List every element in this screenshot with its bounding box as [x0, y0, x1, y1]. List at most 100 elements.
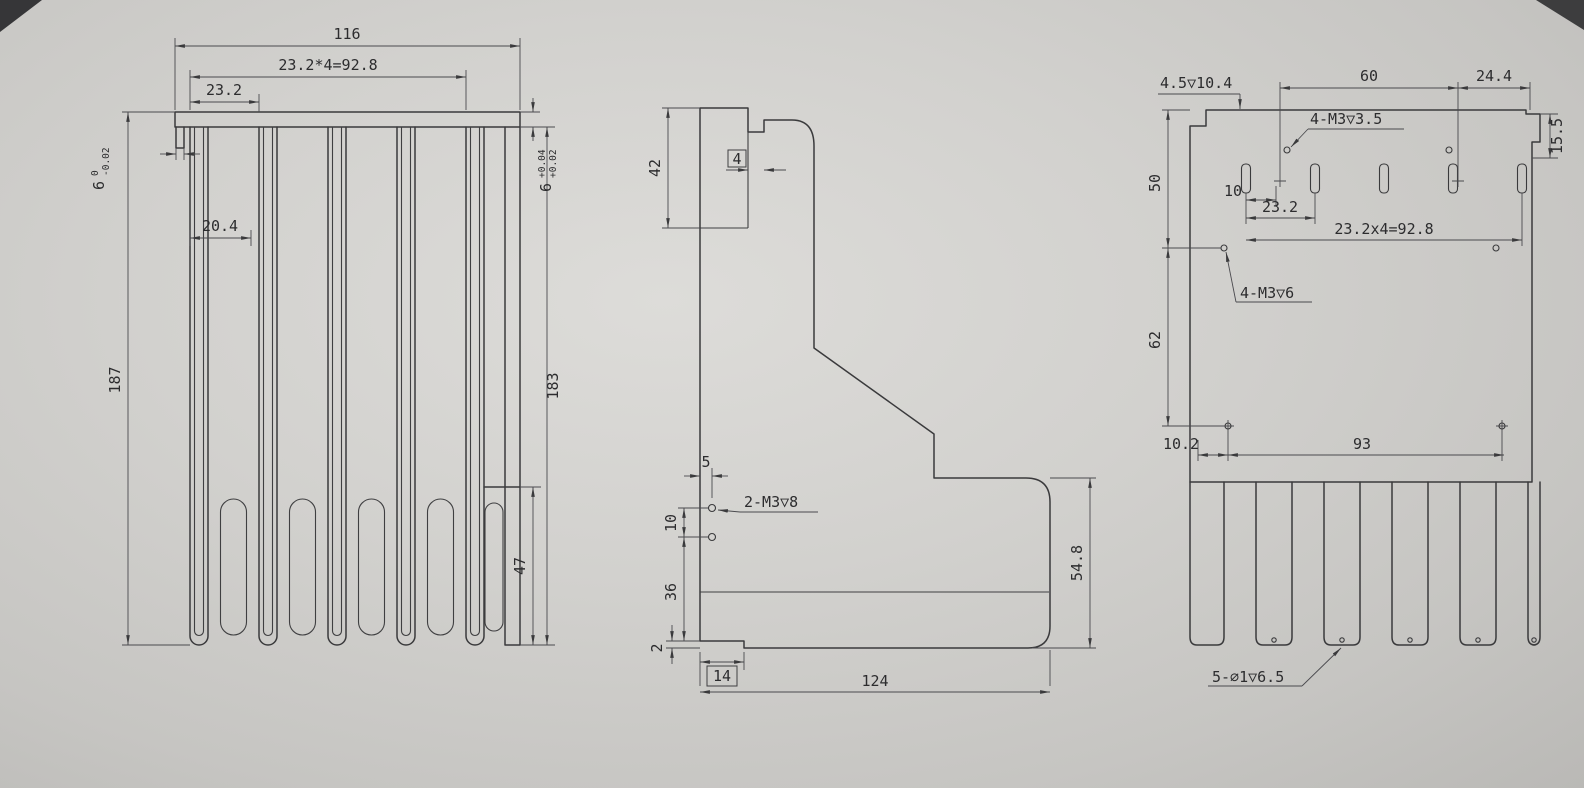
- tapped-hole: [1492, 244, 1500, 252]
- hole-center-cross: [1452, 175, 1464, 187]
- dim-frame-step: [727, 149, 747, 168]
- tolerance-right-lower: +0.02: [548, 149, 559, 178]
- dim-text-fin-pitch-total: 23.2*4=92.8: [278, 56, 377, 74]
- pin-hole: [1531, 637, 1537, 643]
- callout-text-holes: 2-M3▽8: [744, 493, 798, 511]
- dim-text-hole-edge: 5: [701, 453, 710, 471]
- fin-slot: [426, 498, 455, 636]
- dim-text-right-offset: 24.4: [1476, 67, 1512, 85]
- side-view: 42 4 5 2-M3▽8 10 36 2 14 124 54.8: [646, 107, 1096, 694]
- callout-leader-top-holes: [1290, 128, 1309, 148]
- mounting-slot: [1240, 163, 1252, 194]
- fin-outline: [189, 126, 209, 646]
- fin-outline: [327, 126, 347, 646]
- dim-text-fin-gap: 20.4: [202, 217, 238, 235]
- dim-text-overall-width: 116: [333, 25, 360, 43]
- dim-text-fin-height: 183: [544, 372, 562, 399]
- dim-text-step: 4: [732, 150, 741, 168]
- mounting-slot: [1378, 163, 1390, 194]
- comb-tooth: [1189, 481, 1225, 646]
- callout-leader-fin-holes: [1301, 647, 1342, 687]
- comb-tooth: [1255, 481, 1293, 646]
- back-view: 4.5▽10.4 60 24.4 4-M3▽3.5 15.5 50 10 23.…: [1146, 67, 1566, 687]
- fin-inner-line: [400, 127, 412, 637]
- tapped-hole: [1445, 146, 1453, 154]
- dim-text-base-height: 54.8: [1068, 545, 1086, 581]
- callout-text-mid-holes: 4-M3▽6: [1240, 284, 1294, 302]
- tapped-hole: [707, 503, 717, 513]
- mounting-slot: [1309, 163, 1321, 194]
- dim-text-overall-depth: 124: [861, 672, 888, 690]
- callout-leader-holes: [717, 509, 741, 513]
- fin-slot: [357, 498, 386, 636]
- dim-text-overall-height: 187: [106, 366, 124, 393]
- dim-text-foot-height: 2: [648, 643, 666, 652]
- dim-text-mid-row: 62: [1146, 331, 1164, 349]
- left-tab-outline: [175, 126, 185, 149]
- dim-text-tab-height: 42: [646, 159, 664, 177]
- tolerance-right-nominal: 6: [537, 183, 555, 192]
- fin-inner-line: [262, 127, 274, 637]
- right-plate-outline: [483, 126, 521, 646]
- callout-leader-mid-holes: [1225, 251, 1237, 303]
- dim-text-hole-span: 60: [1360, 67, 1378, 85]
- fin-inner-line: [193, 127, 205, 637]
- dim-text-slot-pitch: 23.2: [1262, 198, 1298, 216]
- mounting-slot: [1447, 163, 1459, 194]
- dim-text-tab: 15.5: [1548, 118, 1566, 154]
- fin-outline: [258, 126, 278, 646]
- dim-text-bottom-left: 10.2: [1163, 435, 1199, 453]
- pin-hole: [1475, 637, 1481, 643]
- dim-text-slot-offset: 10: [1224, 182, 1242, 200]
- fin-slot: [484, 502, 504, 632]
- dim-text-foot-width: 14: [713, 667, 731, 685]
- dim-text-lower: 36: [662, 583, 680, 601]
- dim-text-hole-spacing: 10: [662, 514, 680, 532]
- hole-center-cross: [1496, 420, 1508, 432]
- tapped-hole: [707, 532, 717, 542]
- back-extension-lines: [1162, 82, 1558, 461]
- fin-outline: [465, 126, 485, 646]
- fin-slot: [288, 498, 317, 636]
- comb-tooth: [1323, 481, 1361, 646]
- tapped-hole: [1498, 422, 1506, 430]
- dim-text-slot-pitch-total: 23.2x4=92.8: [1334, 220, 1433, 238]
- fin-slot: [219, 498, 248, 636]
- tolerance-left-upper: 0: [90, 170, 101, 176]
- hole-center-cross: [1274, 175, 1286, 187]
- tolerance-left-lower: -0.02: [101, 147, 112, 176]
- callout-text-slot: 4.5▽10.4: [1160, 74, 1232, 92]
- side-profile-inner-lines: [700, 132, 1049, 593]
- photo-corner-shadow-right: [1536, 0, 1584, 30]
- side-extension-lines: [662, 107, 1096, 686]
- comb-tooth: [1391, 481, 1429, 646]
- callout-text-top-holes: 4-M3▽3.5: [1310, 110, 1382, 128]
- pin-hole: [1339, 637, 1345, 643]
- dim-text-top-row: 50: [1146, 174, 1164, 192]
- dim-frame-foot-width: [706, 665, 738, 687]
- fin-inner-line: [469, 127, 481, 637]
- tapped-hole: [1283, 146, 1291, 154]
- dim-text-base-section: 47: [511, 557, 529, 575]
- tolerance-left: 6 0 -0.02: [90, 147, 112, 190]
- dim-text-bottom-span: 93: [1353, 435, 1371, 453]
- tapped-hole: [1220, 244, 1228, 252]
- pin-hole: [1271, 637, 1277, 643]
- front-extension-lines: [122, 38, 555, 646]
- tolerance-right-upper: +0.04: [537, 149, 548, 178]
- comb-tooth: [1459, 481, 1497, 646]
- callout-text-fin-holes: 5-∅1▽6.5: [1212, 668, 1284, 686]
- photo-corner-shadow-left: [0, 0, 42, 32]
- comb-tooth: [1527, 481, 1541, 646]
- pin-hole: [1407, 637, 1413, 643]
- tolerance-left-nominal: 6: [90, 181, 108, 190]
- fin-outline: [396, 126, 416, 646]
- back-plate-outline: [1189, 109, 1541, 483]
- top-plate-outline: [174, 111, 521, 128]
- dim-text-fin-pitch: 23.2: [206, 81, 242, 99]
- side-profile-outline: [699, 107, 1051, 649]
- tolerance-right: 6 +0.04 +0.02: [537, 149, 559, 192]
- fin-inner-line: [331, 127, 343, 637]
